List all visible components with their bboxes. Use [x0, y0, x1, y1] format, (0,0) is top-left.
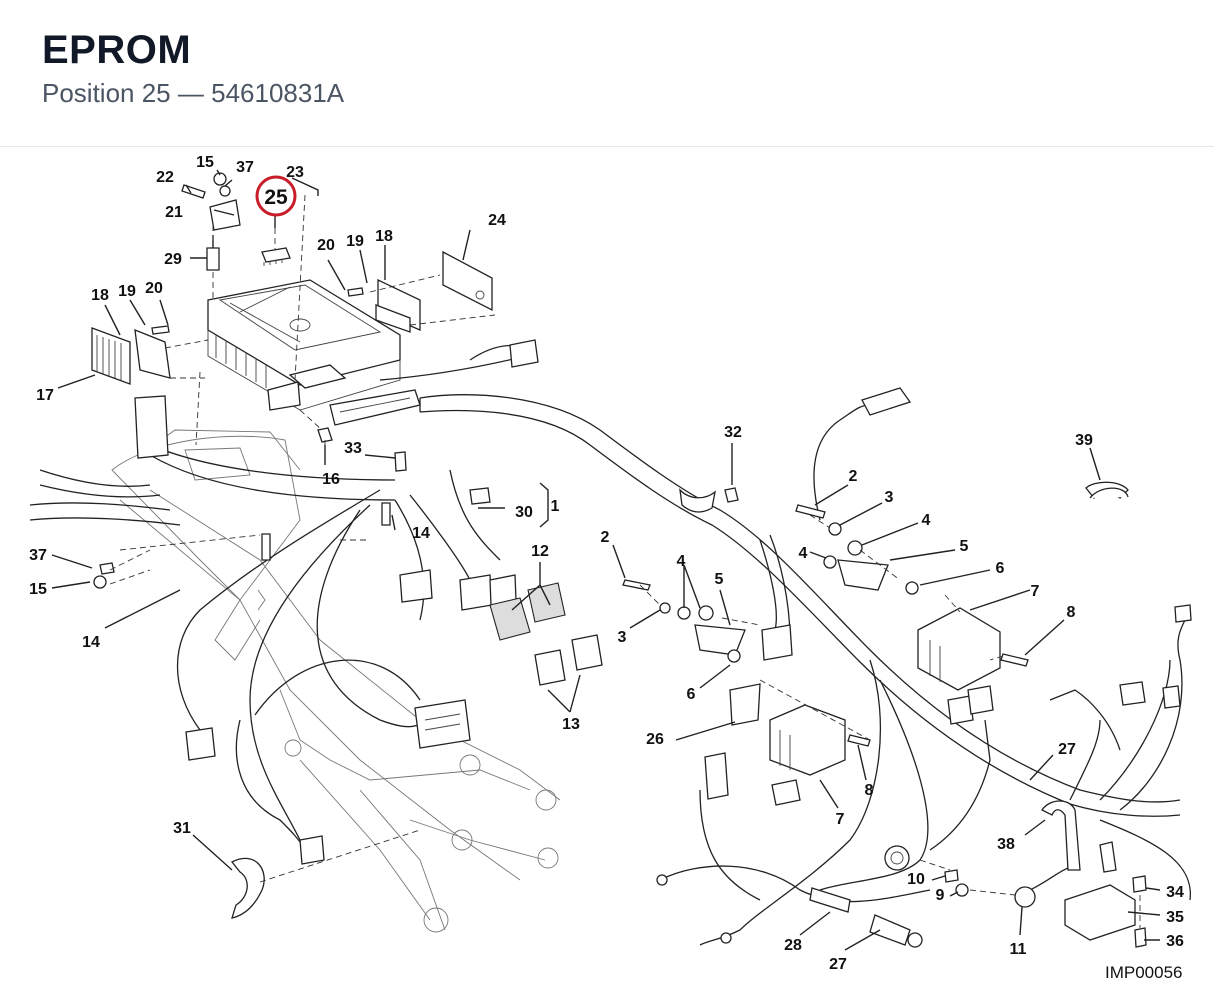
callout-19-left: 19	[118, 283, 136, 300]
callout-18-left: 18	[91, 287, 109, 304]
mount-brackets	[91, 172, 493, 443]
callout-36: 36	[1166, 933, 1184, 950]
ignition-coils	[769, 607, 1001, 776]
callout-39: 39	[1075, 432, 1093, 449]
sensors-misc	[93, 451, 1147, 948]
page-subtitle: Position 25 — 54610831A	[42, 78, 344, 109]
callout-2-left: 2	[601, 529, 610, 546]
callout-1: 1	[551, 498, 560, 515]
coil-brackets	[622, 504, 1029, 747]
callout-3-left: 3	[618, 629, 627, 646]
subtitle-separator: —	[177, 78, 204, 108]
callout-21: 21	[165, 204, 183, 221]
callout-28: 28	[784, 937, 802, 954]
callout-8-right: 8	[1067, 604, 1076, 621]
callout-24: 24	[488, 212, 506, 229]
callout-17: 17	[36, 387, 54, 404]
callout-25: 25	[264, 186, 288, 209]
callout-8-center: 8	[865, 782, 874, 799]
callout-4-left: 4	[677, 553, 686, 570]
callout-4-right-a: 4	[922, 512, 931, 529]
callout-15-left: 15	[29, 581, 47, 598]
harness-connectors	[134, 339, 1192, 944]
highlight-circle	[255, 175, 297, 217]
frame-sketch	[111, 429, 561, 933]
callout-19-right: 19	[346, 233, 364, 250]
callout-37-left: 37	[29, 547, 47, 564]
callout-18-right: 18	[375, 228, 393, 245]
assembly-lines	[109, 194, 1141, 928]
callout-33: 33	[344, 440, 362, 457]
ecu-unit	[207, 279, 421, 426]
callout-20-right: 20	[317, 237, 335, 254]
callout-31: 31	[173, 820, 191, 837]
page-header: EPROM Position 25 — 54610831A	[0, 0, 1214, 146]
relays	[489, 582, 603, 686]
callout-35: 35	[1166, 909, 1184, 926]
callout-2-right: 2	[849, 468, 858, 485]
callout-29: 29	[164, 251, 182, 268]
callout-9: 9	[936, 887, 945, 904]
callout-labels: 25 15 37 23 22 21 29 24 20 19 18 18 19 2…	[29, 154, 1184, 973]
callout-14-left: 14	[82, 634, 100, 651]
callout-15-top: 15	[196, 154, 214, 171]
callout-10: 10	[907, 871, 925, 888]
callout-23: 23	[286, 164, 304, 181]
callout-5-right: 5	[960, 538, 969, 555]
callout-27-right: 27	[1058, 741, 1076, 758]
callout-37-top: 37	[236, 159, 254, 176]
leader-lines	[51, 169, 1161, 951]
page-title: EPROM	[42, 28, 192, 72]
callout-22: 22	[156, 169, 174, 186]
callout-3-right: 3	[885, 489, 894, 506]
callout-7-center: 7	[836, 811, 845, 828]
header-divider	[0, 146, 1214, 147]
callout-20-left: 20	[145, 280, 163, 297]
callout-12: 12	[531, 543, 549, 560]
callout-7-right: 7	[1031, 583, 1040, 600]
wiring-harness	[29, 344, 1191, 946]
eprom-chip	[261, 247, 291, 266]
callout-34: 34	[1166, 884, 1184, 901]
diagram-code: IMP00056	[1105, 963, 1183, 982]
callout-13: 13	[562, 716, 580, 733]
subtitle-position: Position 25	[42, 78, 171, 108]
callout-14-right: 14	[412, 525, 430, 542]
callout-5-left: 5	[715, 571, 724, 588]
exploded-parts-diagram: 25 15 37 23 22 21 29 24 20 19 18 18 19 2…	[0, 147, 1214, 997]
callout-26: 26	[646, 731, 664, 748]
callout-32: 32	[724, 424, 742, 441]
callout-6-right: 6	[996, 560, 1005, 577]
callout-16: 16	[322, 471, 340, 488]
callout-4-right-b: 4	[799, 545, 808, 562]
callout-38: 38	[997, 836, 1015, 853]
callout-6-left: 6	[687, 686, 696, 703]
callout-27-bottom: 27	[829, 956, 847, 973]
subtitle-part-number: 54610831A	[211, 78, 345, 108]
callout-30: 30	[515, 504, 533, 521]
callout-11: 11	[1010, 941, 1027, 958]
